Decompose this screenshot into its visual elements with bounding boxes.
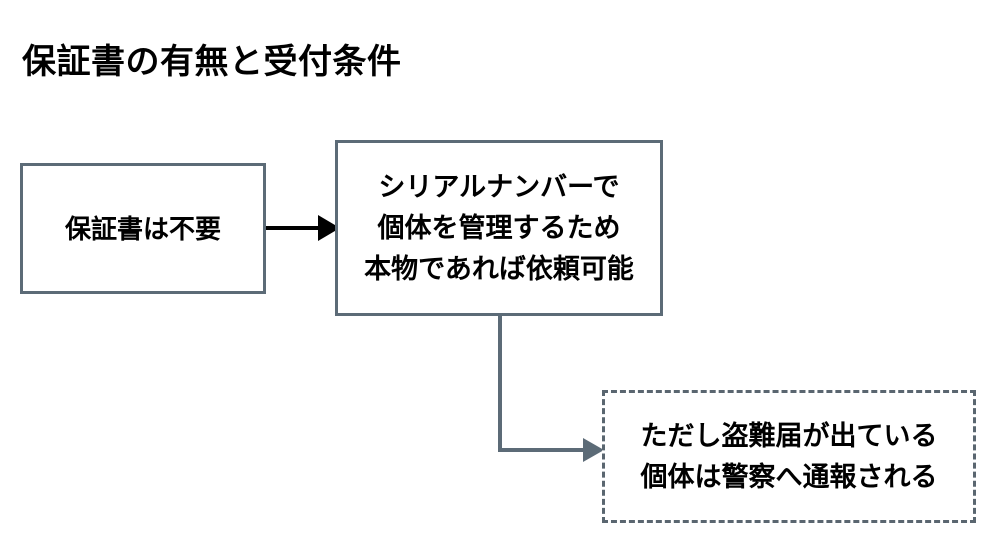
node-stolen-report[interactable]: ただし盗難届が出ている 個体は警察へ通報される xyxy=(602,390,976,523)
arrow-serial-to-stolen xyxy=(498,316,604,462)
node-stolen-report-label: ただし盗難届が出ている 個体は警察へ通報される xyxy=(640,420,938,492)
node-no-warranty-label: 保証書は不要 xyxy=(64,213,221,244)
page-title: 保証書の有無と受付条件 xyxy=(22,43,402,81)
node-serial-management[interactable]: シリアルナンバーで 個体を管理するため 本物であれば依頼可能 xyxy=(335,140,663,316)
arrow-no-warranty-to-serial xyxy=(266,215,340,241)
node-no-warranty[interactable]: 保証書は不要 xyxy=(20,163,266,294)
node-serial-management-label: シリアルナンバーで 個体を管理するため 本物であれば依頼可能 xyxy=(364,171,634,284)
